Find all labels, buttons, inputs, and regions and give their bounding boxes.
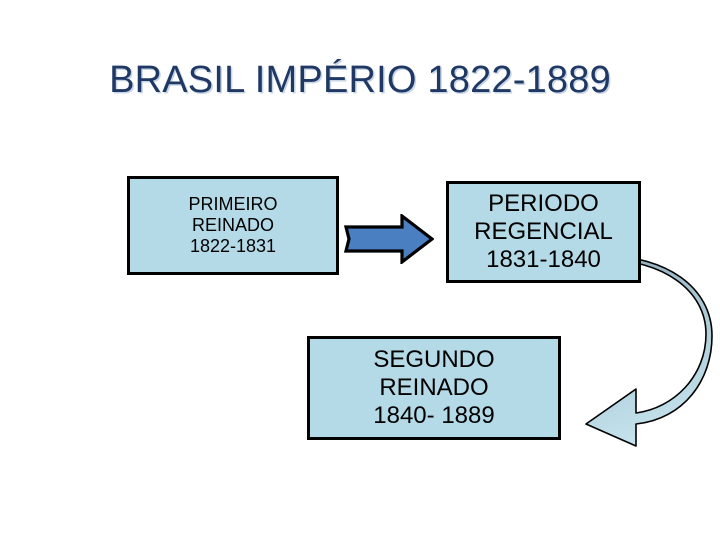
phase-box-periodo-regencial[interactable]: PERIODO REGENCIAL 1831-1840: [446, 181, 641, 283]
page-title: BRASIL IMPÉRIO 1822-1889: [109, 59, 611, 101]
phase-box-line-3: 1840- 1889: [373, 402, 495, 430]
phase-box-line-1: PRIMEIRO: [188, 193, 278, 214]
phase-box-line-3: 1831-1840: [486, 246, 601, 274]
phase-box-primeiro-reinado[interactable]: PRIMEIRO REINADO 1822-1831: [127, 176, 339, 275]
phase-box-line-2: REGENCIAL: [474, 217, 613, 245]
phase-box-line-3: 1822-1831: [189, 236, 277, 257]
phase-box-line-2: REINADO: [379, 373, 489, 401]
phase-box-line-1: PERIODO: [488, 189, 599, 217]
right-block-arrow-icon: [343, 212, 435, 266]
phase-box-line-2: REINADO: [191, 214, 274, 235]
phase-box-segundo-reinado[interactable]: SEGUNDO REINADO 1840- 1889: [307, 336, 561, 440]
phase-box-line-1: SEGUNDO: [373, 345, 495, 373]
curved-uturn-arrow-icon: [584, 255, 714, 448]
